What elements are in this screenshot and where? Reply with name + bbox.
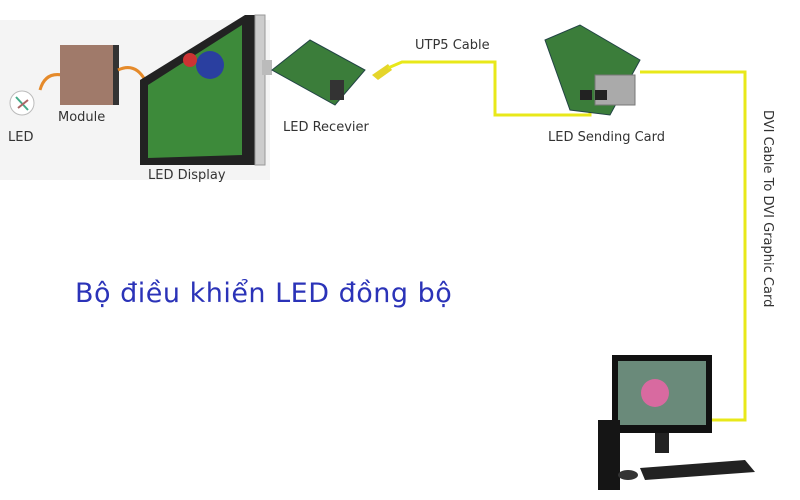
diagram-title: Bộ điều khiển LED đồng bộ [75,278,453,309]
led-icon [9,90,35,116]
computer-image [598,355,755,490]
module-label: Module [58,110,106,125]
utp-cable-label: UTP5 Cable [415,38,490,53]
led-receiver-image [271,39,392,106]
led-display-label: LED Display [148,168,226,183]
led-label: LED [8,130,34,145]
led-display-image [140,14,272,166]
dvi-cable [640,70,747,422]
dvi-cable-label: DVI Cable To DVI Graphic Card [760,110,775,308]
led-receiver-label: LED Recevier [283,120,369,135]
sending-card-image [544,24,641,116]
arrow-icon [117,66,147,81]
module-image [60,45,115,105]
arrow-icon [38,73,63,91]
sending-card-label: LED Sending Card [548,130,665,145]
